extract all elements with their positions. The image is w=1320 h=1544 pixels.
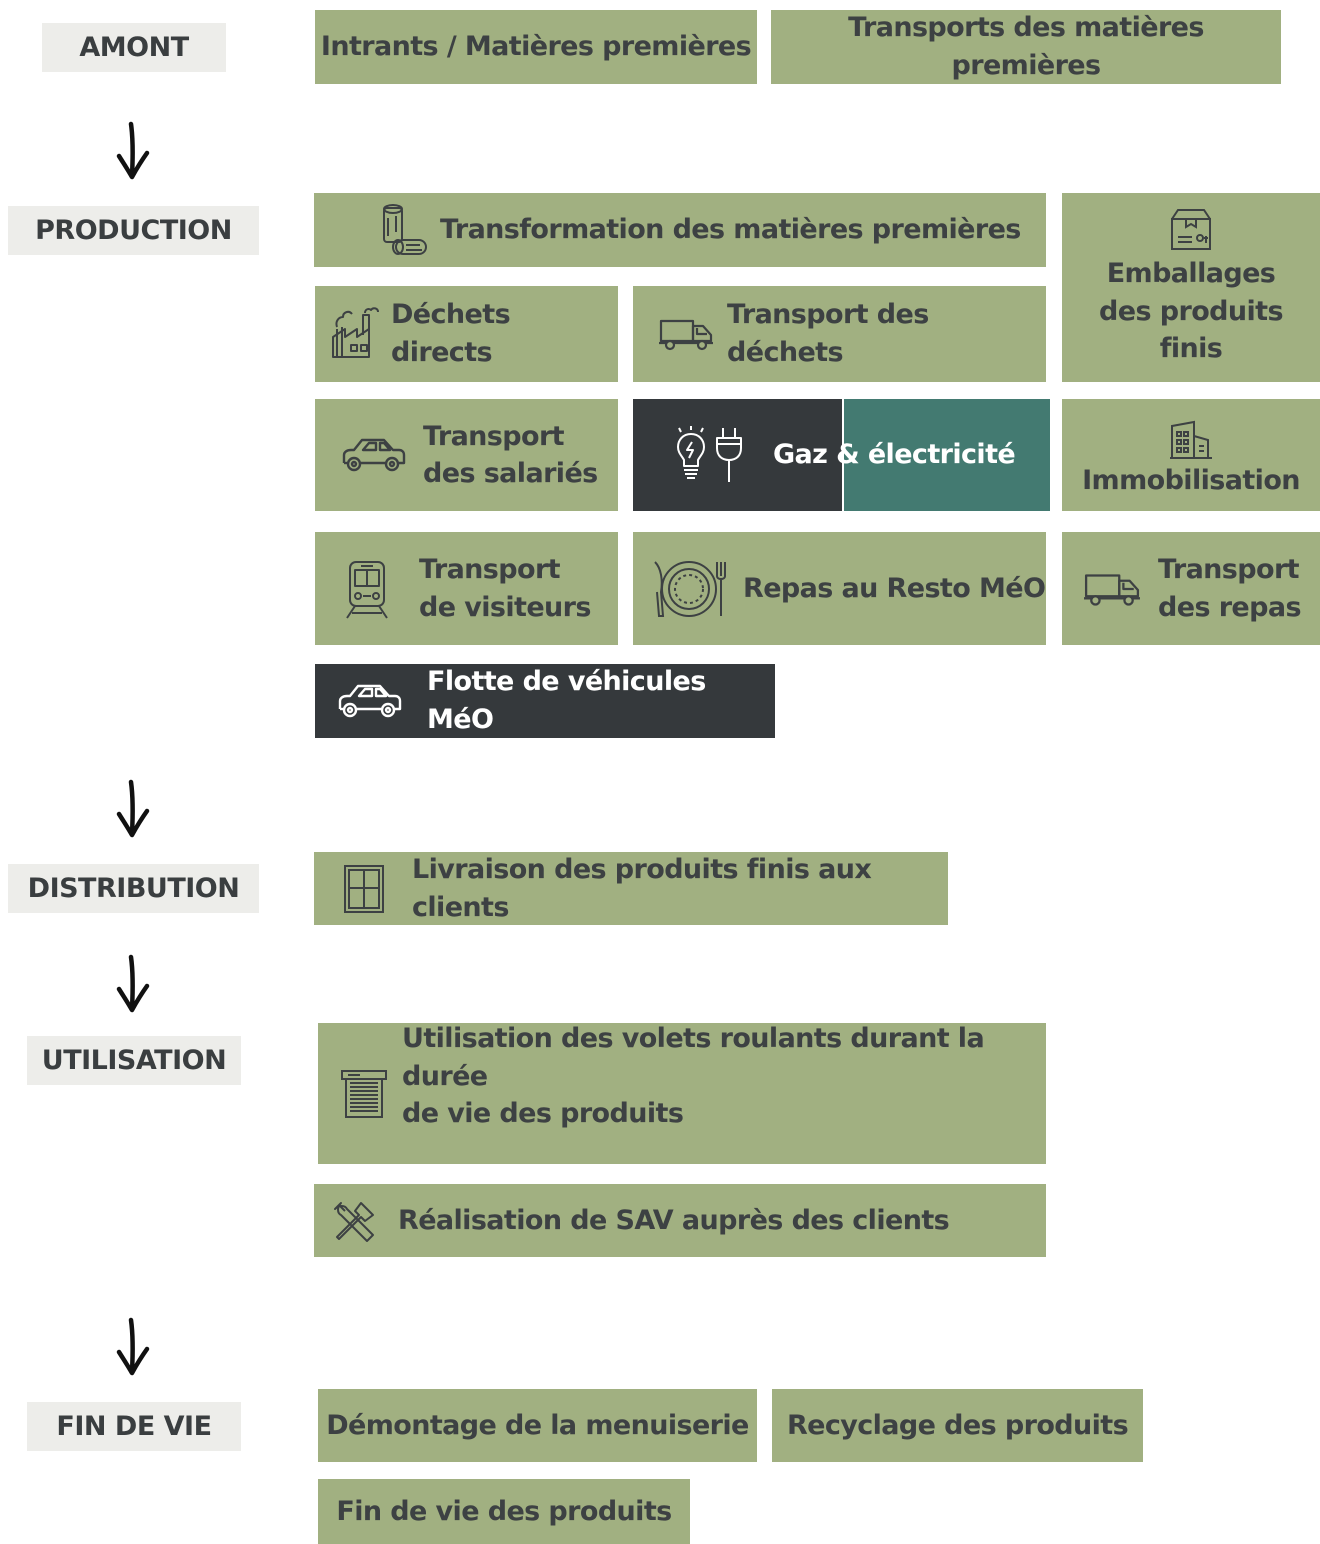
bulb-icon [673, 424, 709, 486]
car-icon [339, 435, 409, 475]
stage-label: FIN DE VIE [56, 1411, 212, 1442]
shutter-icon [340, 1069, 388, 1119]
arrow-down-icon [113, 120, 153, 182]
logs-icon [376, 202, 434, 258]
box-demontage[interactable]: Démontage de la menuiserie [318, 1389, 757, 1462]
box-sav[interactable]: Réalisation de SAV auprès des clients [314, 1184, 1046, 1257]
box-transport-dechets[interactable]: Transport des déchets [633, 286, 1046, 382]
box-label: Utilisation des volets roulants durant l… [402, 1022, 985, 1130]
box-label: Immobilisation [1082, 465, 1300, 497]
arrow-down-icon [113, 778, 153, 840]
highlight-band [842, 399, 1050, 511]
box-label: Transformation des matières premières [440, 214, 1021, 246]
box-label: Transports des matières premières [848, 12, 1204, 81]
box-immobilisation[interactable]: Immobilisation [1062, 399, 1320, 511]
box-gaz-electricite[interactable]: Gaz & électricité [633, 399, 1050, 511]
box-intrants[interactable]: Intrants / Matières premières [315, 10, 757, 84]
box-transport-repas[interactable]: Transport des repas [1062, 532, 1320, 645]
window-icon [342, 864, 386, 914]
factory-icon [327, 307, 383, 361]
box-fin-vie-produits[interactable]: Fin de vie des produits [318, 1479, 690, 1544]
stage-label: UTILISATION [41, 1045, 227, 1076]
box-repas[interactable]: Repas au Resto MéO [633, 532, 1046, 645]
box-recyclage[interactable]: Recyclage des produits [772, 1389, 1143, 1462]
box-label: Recyclage des produits [786, 1409, 1129, 1441]
box-label: Livraison des produits finis aux clients [412, 853, 872, 923]
stage-distribution: DISTRIBUTION [8, 864, 259, 913]
box-label: Transport des repas [1158, 554, 1302, 623]
box-label: Fin de vie des produits [336, 1495, 672, 1527]
truck-icon [657, 317, 715, 351]
box-label: Transport de visiteurs [419, 554, 591, 623]
stage-label: DISTRIBUTION [27, 873, 240, 904]
box-transformation[interactable]: Transformation des matières premières [314, 193, 1046, 267]
stage-utilisation: UTILISATION [27, 1036, 241, 1085]
tools-icon [330, 1197, 380, 1245]
box-utilisation-volets[interactable]: Utilisation des volets roulants durant l… [318, 1023, 1046, 1164]
box-dechets-directs[interactable]: Déchets directs [315, 286, 618, 382]
train-icon [341, 558, 393, 620]
car-icon [335, 681, 405, 721]
plug-icon [711, 424, 747, 486]
building-icon [1168, 420, 1214, 460]
box-flotte-vehicules[interactable]: Flotte de véhicules MéO [315, 664, 775, 738]
box-livraison[interactable]: Livraison des produits finis aux clients [314, 852, 948, 925]
truck-icon [1082, 571, 1142, 607]
box-label: Démontage de la menuiserie [326, 1409, 749, 1441]
stage-amont: AMONT [42, 23, 226, 72]
box-label: Réalisation de SAV auprès des clients [398, 1204, 950, 1236]
box-transport-salaries[interactable]: Transport des salariés [315, 399, 618, 511]
box-transports-matieres[interactable]: Transports des matières premières [771, 10, 1281, 84]
box-label: Déchets directs [391, 299, 511, 368]
box-label: Flotte de véhicules MéO [427, 666, 706, 735]
arrow-down-icon [113, 1316, 153, 1378]
stage-fin-de-vie: FIN DE VIE [27, 1402, 241, 1451]
stage-label: AMONT [79, 32, 189, 63]
stage-production: PRODUCTION [8, 206, 259, 255]
box-label: Emballages des produits finis [1099, 257, 1283, 365]
arrow-down-icon [113, 953, 153, 1015]
box-label: Repas au Resto MéO [743, 572, 1046, 604]
box-label: Intrants / Matières premières [320, 31, 752, 63]
box-transport-visiteurs[interactable]: Transport de visiteurs [315, 532, 618, 645]
box-label: Transport des salariés [423, 420, 598, 489]
package-icon [1168, 207, 1214, 251]
box-label: Transport des déchets [727, 299, 929, 368]
box-emballages[interactable]: Emballages des produits finis [1062, 193, 1320, 382]
stage-label: PRODUCTION [35, 215, 232, 246]
box-label: Gaz & électricité [773, 439, 1016, 471]
plate-icon [651, 558, 727, 620]
